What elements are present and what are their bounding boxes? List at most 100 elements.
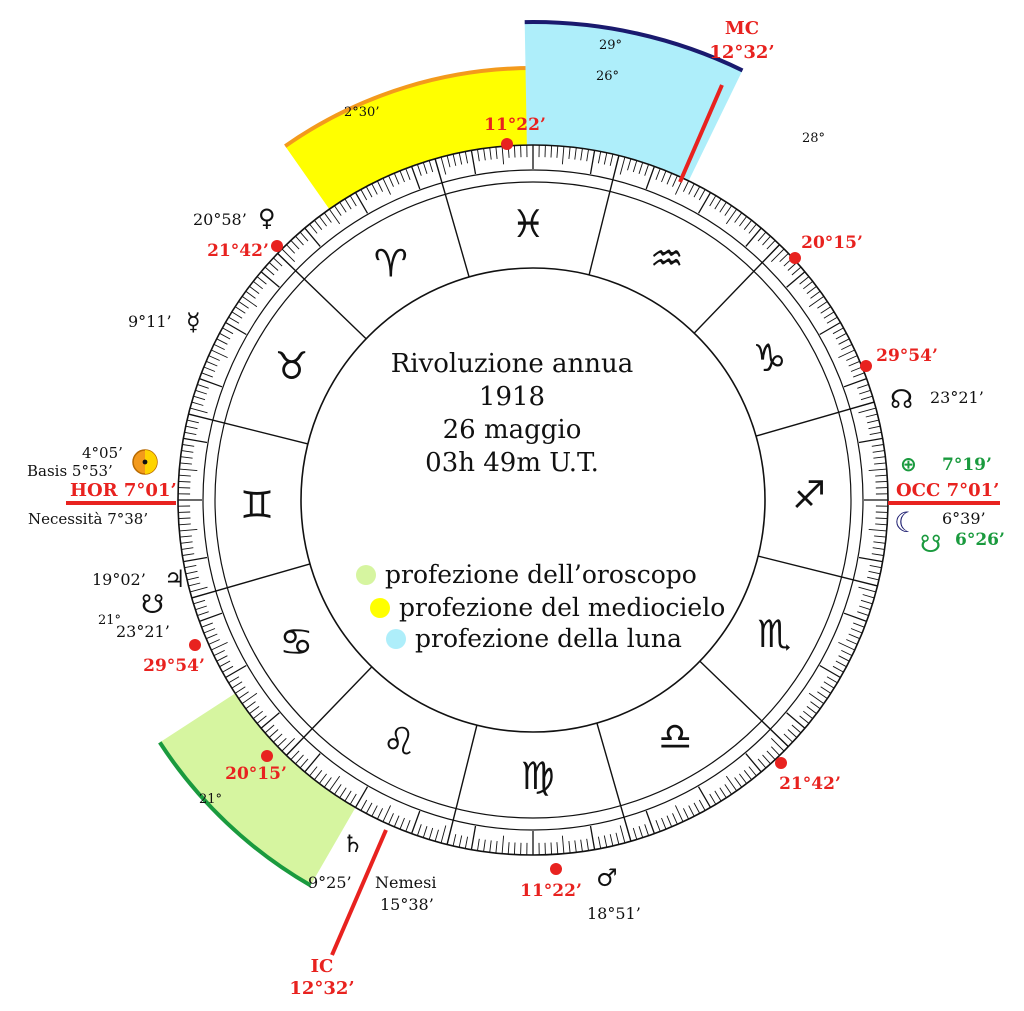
venus-degree: 20°58’ [193,210,247,229]
degree-tick [446,155,451,168]
degree-tick [556,842,559,855]
nemesi-label: Nemesi [375,873,436,892]
degree-tick [213,649,225,657]
degree-tick [872,547,885,550]
legend-label: profezione dell’oroscopo [385,560,697,589]
degree-tick [853,372,865,378]
degree-tick [858,437,883,444]
cusp-dot [550,863,562,875]
degree-tick [574,840,577,853]
degree-tick [869,431,882,436]
degree-tick [757,758,767,769]
degree-tick [382,178,392,195]
degree-tick [354,786,369,808]
degree-tick [295,235,304,246]
degree-tick [201,372,213,378]
degree-tick [725,208,737,225]
moon-icon: ☾ [894,506,919,539]
jupiter-degree: 19°02’ [92,570,146,589]
degree-tick [661,170,667,183]
degree-tick [483,839,486,852]
degree-tick [762,754,771,765]
mercury-degree: 9°11’ [128,312,172,331]
degree-tick [260,271,280,288]
degree-tick [846,355,858,361]
degree-tick [339,787,347,798]
degree-tick [211,349,228,359]
degree-tick [853,622,865,628]
degree-tick [725,775,737,792]
degree-tick [228,676,240,684]
degree-tick [848,633,860,640]
degree-tick [580,148,583,161]
legend-label: profezione del mediocielo [399,593,725,622]
degree-tick [203,628,216,634]
degree-tick [344,198,352,210]
degree-tick [799,276,810,285]
degree-tick [470,150,477,175]
degree-tick [416,824,422,836]
degree-tick [222,327,234,335]
degree-tick [603,835,608,848]
degree-tick [428,160,434,173]
degree-tick [393,815,400,827]
degree-tick [184,431,197,436]
sign-glyph-leo-icon: ♌ [382,719,416,763]
degree-tick [719,202,727,213]
degree-tick [319,216,327,227]
degree-tick [674,805,684,822]
sign-divider [191,563,311,599]
degree-tick [655,168,661,180]
title-line: 03h 49m U.T. [425,448,599,478]
chart-title: Rivoluzione annua 1918 26 maggio 03h 49m… [391,349,634,478]
degree-tick [714,198,722,210]
occ-label: OCC 7°01’ [896,480,999,501]
degree-tick [682,808,690,820]
sign-divider [699,660,789,748]
degree-tick [859,605,871,611]
degree-tick [376,808,384,820]
degree-tick [299,231,309,242]
degree-tick [808,296,825,308]
degree-tick [191,401,204,406]
degree-tick [791,724,802,734]
degree-tick [550,842,553,855]
degree-tick [268,262,279,271]
sign-glyph-aries-icon: ♈ [374,241,408,285]
degree-tick [862,594,875,599]
degree-tick [304,227,321,247]
degree-tick [832,665,844,673]
degree-tick [609,834,614,847]
degree-tick [568,841,571,854]
inner-circle [300,267,766,733]
degree-tick [179,468,198,472]
degree-tick [489,147,492,160]
degree-tick [841,343,853,351]
degree-tick [189,407,208,414]
degree-tick [178,517,191,520]
degree-tick [513,145,516,158]
earth-icon: ⊕ [900,452,917,476]
degree-tick [609,153,614,166]
degree-tick [225,321,247,336]
degree-tick [871,553,884,556]
degree-tick [256,715,267,724]
sign-glyph-virgo-icon: ♍ [521,754,555,798]
degree-tick [627,158,632,171]
degree-tick [452,834,457,847]
degree-tick [388,175,394,187]
blue-arc-top-degree: 29° [599,38,622,53]
degree-tick [422,162,428,174]
degree-tick [434,829,439,842]
degree-tick [193,599,206,605]
saturn-degree: 9°25’ [308,873,352,892]
degree-tick [507,842,510,855]
degree-tick [719,787,727,798]
legend: profezione dell’oroscopo profezione del … [356,560,725,653]
degree-tick [846,639,858,645]
degree-tick [199,377,223,388]
degree-tick [589,150,596,175]
degree-tick [183,437,208,444]
degree-tick [874,535,887,538]
